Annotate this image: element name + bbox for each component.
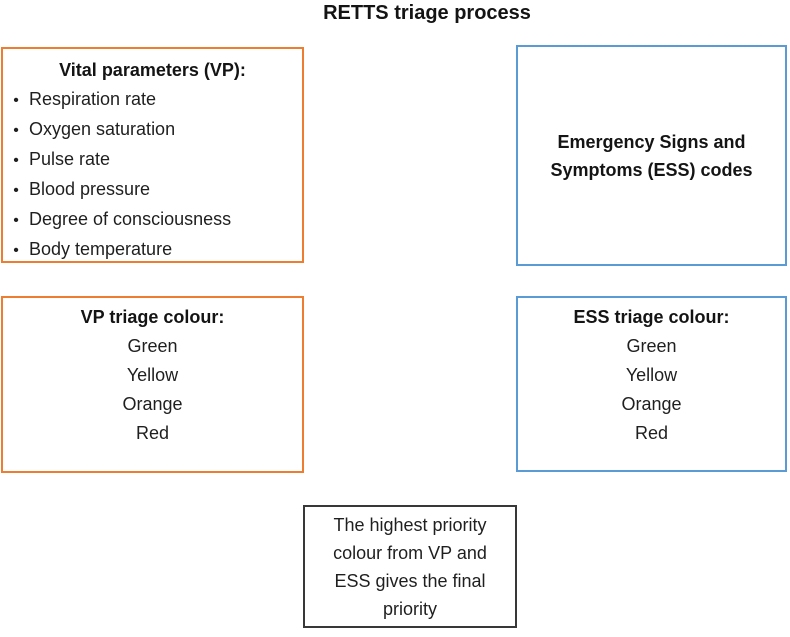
list-item-label: Degree of consciousness (29, 209, 232, 229)
list-item-label: Blood pressure (29, 179, 151, 199)
bullet-icon: • (13, 212, 19, 229)
bullet-icon: • (13, 152, 19, 169)
ess-triage-colour-box: ESS triage colour: Green Yellow Orange R… (516, 296, 787, 472)
list-item: • Oxygen saturation (3, 115, 302, 145)
list-item-label: Pulse rate (29, 149, 111, 169)
final-priority-box: The highest priority colour from VP and … (303, 505, 517, 628)
vp-colour-red: Red (135, 423, 170, 443)
bullet-icon: • (13, 242, 19, 259)
list-item: • Respiration rate (3, 85, 302, 115)
list-item-label: Body temperature (29, 239, 173, 259)
vp-colour-yellow: Yellow (126, 365, 179, 385)
final-box-line: colour from VP and (333, 542, 487, 563)
page-title: RETTS triage process (323, 2, 531, 24)
vp-triage-colour-box: VP triage colour: Green Yellow Orange Re… (1, 296, 304, 473)
list-item: • Body temperature (3, 235, 302, 265)
vp-box-heading: Vital parameters (VP): (59, 60, 246, 80)
vp-bullet-list: • Respiration rate • Oxygen saturation •… (3, 85, 302, 265)
list-item-label: Oxygen saturation (29, 119, 176, 139)
final-box-line: priority (382, 598, 437, 619)
ess-box-label-line2: Symptoms (ESS) codes (550, 159, 753, 180)
vp-colour-heading: VP triage colour: (80, 307, 225, 327)
final-box-line: ESS gives the final (334, 570, 486, 591)
vital-parameters-box: Vital parameters (VP): • Respiration rat… (1, 47, 304, 263)
vp-colour-green: Green (127, 336, 178, 356)
bullet-icon: • (13, 92, 19, 109)
list-item: • Degree of consciousness (3, 205, 302, 235)
ess-colour-red: Red (634, 423, 669, 443)
list-item: • Pulse rate (3, 145, 302, 175)
ess-codes-box: Emergency Signs and Symptoms (ESS) codes (516, 45, 787, 266)
bullet-icon: • (13, 122, 19, 139)
final-box-line: The highest priority (333, 514, 487, 535)
ess-colour-orange: Orange (621, 394, 682, 414)
vp-colour-orange: Orange (122, 394, 183, 414)
ess-box-label-line1: Emergency Signs and (557, 131, 746, 152)
ess-colour-yellow: Yellow (625, 365, 678, 385)
list-item-label: Respiration rate (29, 89, 157, 109)
bullet-icon: • (13, 182, 19, 199)
list-item: • Blood pressure (3, 175, 302, 205)
ess-colour-green: Green (626, 336, 677, 356)
ess-colour-heading: ESS triage colour: (573, 307, 730, 327)
